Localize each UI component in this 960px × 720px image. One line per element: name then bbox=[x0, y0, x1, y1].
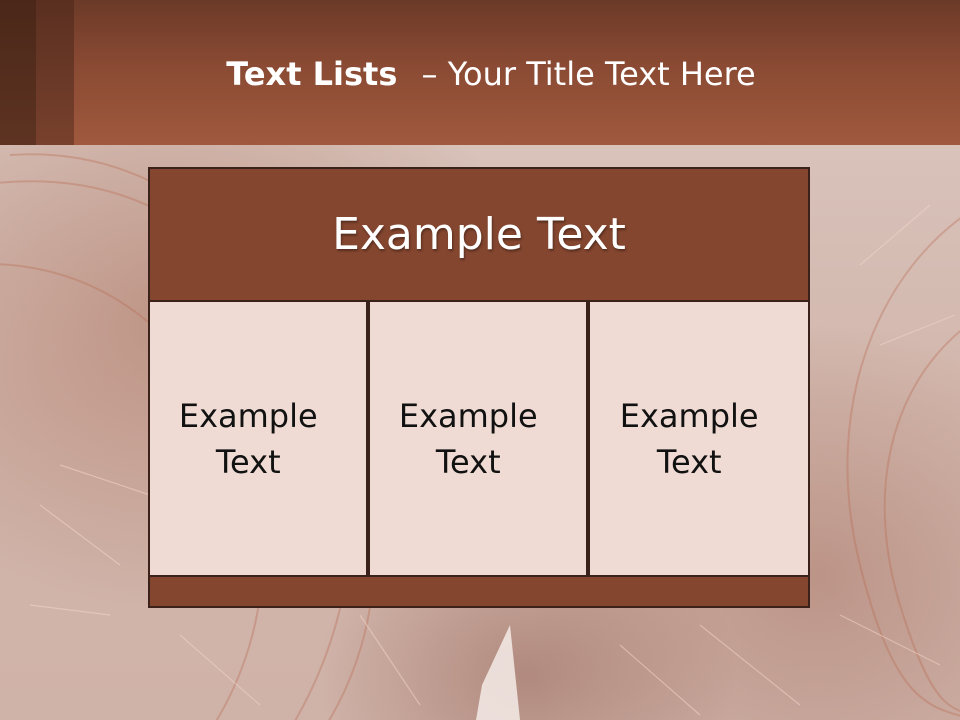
header-stripe-medium bbox=[36, 0, 74, 145]
diagram-header-text: Example Text bbox=[332, 209, 626, 260]
title-bold-part: Text Lists bbox=[226, 55, 398, 93]
title-subtitle-part: Your Title Text Here bbox=[447, 55, 756, 93]
slide-title: Text Lists – Your Title Text Here bbox=[74, 52, 908, 96]
text-list-diagram: Example Text Example Text Example Text E… bbox=[148, 167, 810, 610]
cell-2-line1: Example bbox=[398, 396, 538, 435]
diagram-cell-2: Example Text bbox=[368, 300, 588, 577]
light-streak bbox=[476, 625, 520, 720]
header-bar: Text Lists – Your Title Text Here bbox=[0, 0, 960, 145]
cell-1-line2: Text bbox=[215, 442, 281, 481]
cell-2-line2: Text bbox=[435, 442, 501, 481]
header-stripe-dark bbox=[0, 0, 36, 145]
title-separator: – bbox=[421, 55, 438, 93]
diagram-cell-1: Example Text bbox=[148, 300, 368, 577]
diagram-footer-bar bbox=[148, 575, 810, 608]
diagram-header-box: Example Text bbox=[148, 167, 810, 302]
diagram-cell-3: Example Text bbox=[588, 300, 810, 577]
cell-3-line1: Example bbox=[619, 396, 759, 435]
cell-1-line1: Example bbox=[178, 396, 318, 435]
cell-3-line2: Text bbox=[656, 442, 722, 481]
